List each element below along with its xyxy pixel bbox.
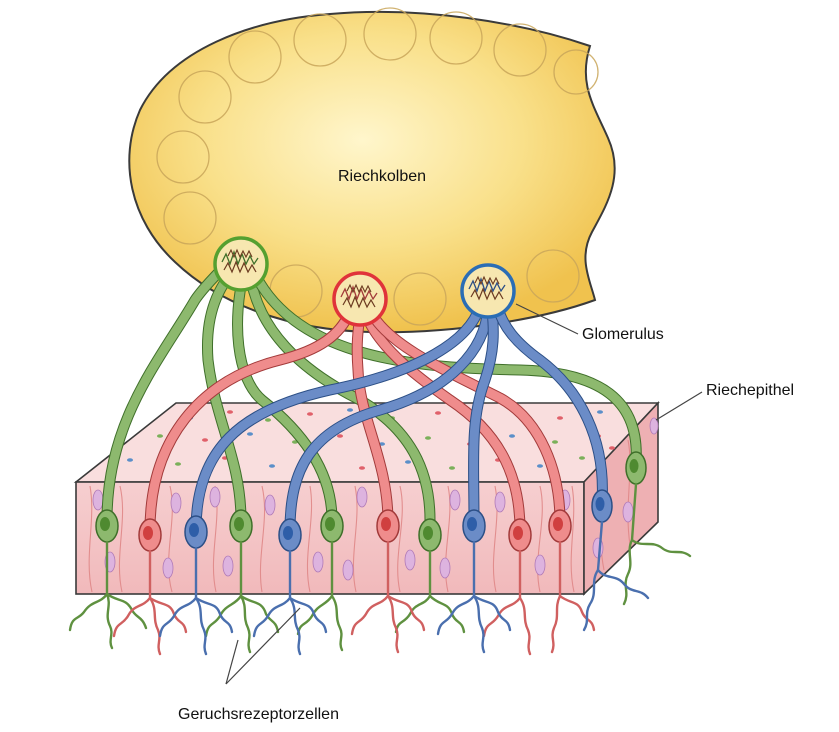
receptor-cells-label: Geruchsrezeptorzellen <box>178 706 339 723</box>
olfactory-bulb-label: Riechkolben <box>338 168 427 185</box>
blue-dendrites <box>158 520 650 656</box>
receptor-cell-red <box>376 509 400 543</box>
glomerulus-label: Glomerulus <box>582 326 664 343</box>
receptor-cell-bodies <box>95 451 647 552</box>
receptor-cell-blue <box>184 515 208 549</box>
receptor-cell-blue <box>462 509 486 543</box>
epithelium-label: Riechepithel <box>706 382 795 399</box>
axon-bundles <box>101 256 642 536</box>
bulb-glomeruli-outlines <box>156 7 599 326</box>
receptor-cell-green <box>95 509 119 543</box>
receptor-cell-blue <box>278 518 302 552</box>
red-axons <box>144 306 566 536</box>
receptor-cell-green <box>320 509 344 543</box>
receptor-dendrites <box>68 482 692 656</box>
receptor-cell-red <box>548 509 572 543</box>
receptor-cell-red <box>508 518 532 552</box>
receptor-cell-green <box>625 451 647 485</box>
red-dendrites <box>112 540 596 656</box>
glomerulus-blue <box>460 263 516 319</box>
receptor-cell-green <box>418 518 442 552</box>
glomerulus-green <box>213 236 269 292</box>
epithelium-cell-boundaries <box>88 439 631 593</box>
receptor-cell-green <box>229 509 253 543</box>
blue-axons <box>190 300 608 536</box>
glomerulus-red <box>332 271 388 327</box>
glomeruli <box>213 236 516 327</box>
leader-lines <box>225 303 703 685</box>
epithelium-surface-dots <box>127 408 633 470</box>
receptor-cell-red <box>138 518 162 552</box>
receptor-cell-blue <box>591 489 613 523</box>
